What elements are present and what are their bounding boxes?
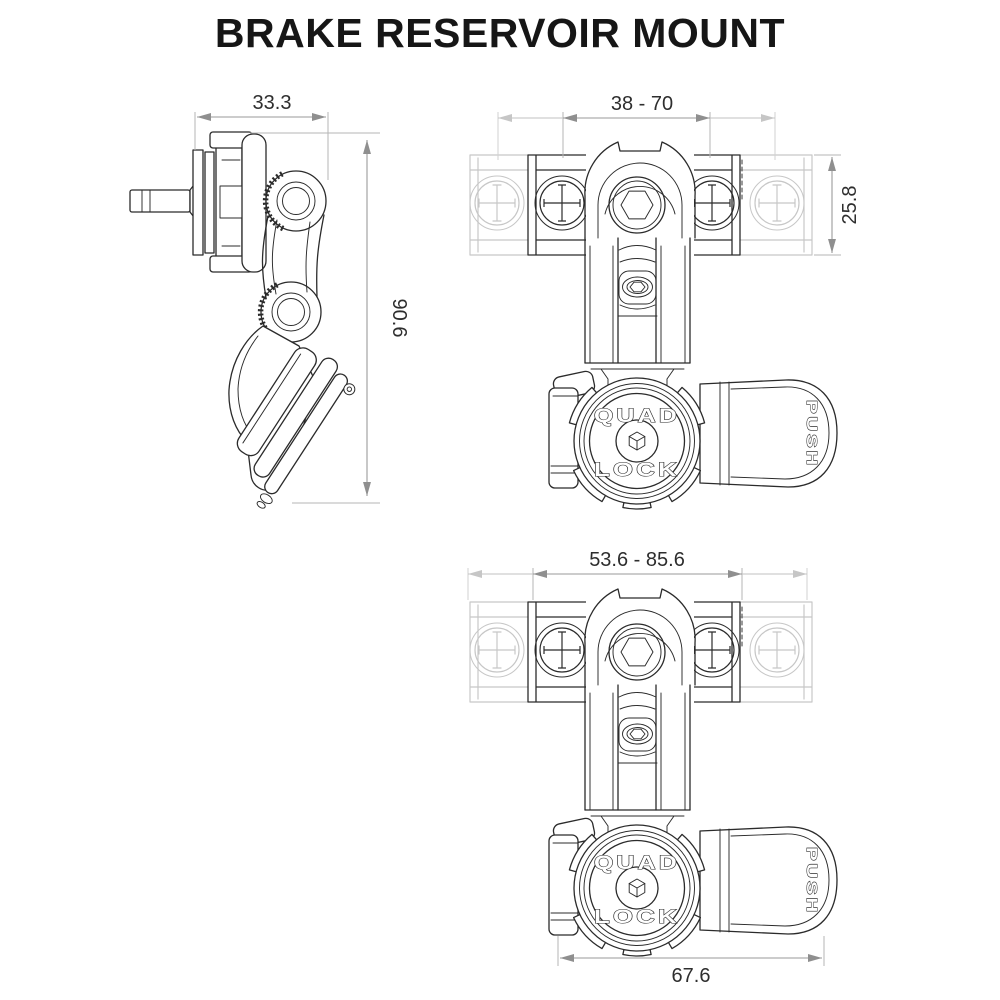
stack-plate-line xyxy=(242,353,302,444)
height-dimension-label: 90.6 xyxy=(388,299,410,338)
arm-side-edges xyxy=(261,214,325,299)
front-top-dimensions: 38 - 70 25.8 xyxy=(497,93,861,256)
side-view: 33.3 90.6 xyxy=(129,92,410,509)
height-witness-lines xyxy=(250,132,380,504)
pivot-arm xyxy=(257,170,327,343)
stack-tip-ring xyxy=(259,493,273,505)
range-witness-ghost-b xyxy=(467,568,808,600)
stack-plate-3 xyxy=(264,373,349,495)
arm-upper-hole xyxy=(282,187,310,215)
clamp-boss xyxy=(219,185,245,219)
tilted-plate-stack xyxy=(236,347,356,509)
mount-plate-assembly xyxy=(129,131,267,273)
front-view-bottom: 53.6 - 85.6 67.6 xyxy=(467,549,837,987)
mid-plate xyxy=(204,151,215,254)
stack-tip-end xyxy=(256,501,266,509)
width-witness-lines xyxy=(194,112,329,180)
clamp-detail-lines xyxy=(221,159,241,247)
front-bottom-dimensions: 53.6 - 85.6 67.6 xyxy=(467,549,825,987)
front-view-top-drawing xyxy=(470,140,837,509)
clamp-range-label: 38 - 70 xyxy=(611,93,673,115)
front-view-bottom-drawing xyxy=(470,587,837,956)
arm-inner-contours xyxy=(271,219,311,295)
overall-width-witness xyxy=(557,936,825,966)
front-view-top: 38 - 70 25.8 xyxy=(470,93,861,509)
width-dimension-label: 33.3 xyxy=(253,92,292,114)
bar-height-label: 25.8 xyxy=(839,186,861,225)
side-view-dimensions: 33.3 90.6 xyxy=(194,92,410,504)
stack-plate-2 xyxy=(253,357,339,478)
page-title: BRAKE RESERVOIR MOUNT xyxy=(214,10,786,56)
clamp-range-label-b: 53.6 - 85.6 xyxy=(589,549,685,571)
arm-upper-head xyxy=(265,170,327,232)
back-plate xyxy=(192,149,204,256)
bar-height-witness xyxy=(814,154,841,256)
arm-lower-ring xyxy=(271,292,311,332)
stack-knob xyxy=(343,383,356,396)
arm-upper-ring xyxy=(276,181,316,221)
overall-width-label: 67.6 xyxy=(672,965,711,987)
tilted-head-assembly xyxy=(228,325,356,509)
arm-lower-hole xyxy=(277,298,305,326)
stack-knob-center xyxy=(346,386,353,392)
threaded-stud xyxy=(129,189,191,213)
stack-plate-1 xyxy=(236,347,317,457)
stud-thread-lines xyxy=(141,189,151,213)
